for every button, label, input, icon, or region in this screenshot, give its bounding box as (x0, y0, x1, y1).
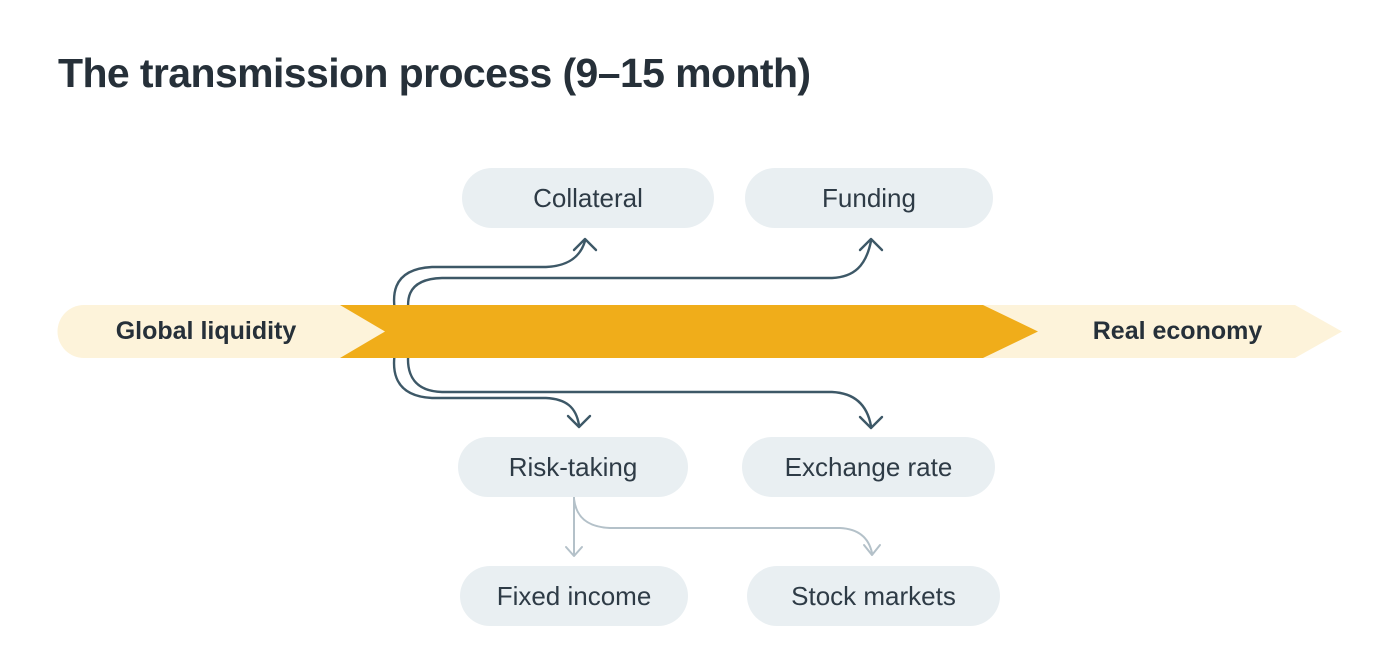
node-stock-markets: Stock markets (747, 566, 1000, 626)
node-exchange-rate: Exchange rate (742, 437, 995, 497)
connector-exchange-rate-arrowhead-icon (858, 415, 884, 430)
node-stock-markets-label: Stock markets (791, 580, 956, 611)
node-exchange-rate-label: Exchange rate (784, 451, 953, 482)
connector-stock-markets-line (573, 498, 873, 554)
connector-stock-markets-arrowhead-icon (863, 544, 881, 556)
flow-band-highlight-arrow (340, 305, 1038, 358)
connector-collateral-line (392, 239, 587, 332)
page-title: The transmission process (9–15 month) (58, 50, 811, 96)
node-fixed-income: Fixed income (460, 566, 688, 626)
node-risk-taking: Risk-taking (458, 437, 688, 497)
connector-risk-taking-line (392, 331, 581, 427)
node-funding-label: Funding (822, 182, 916, 213)
node-collateral-label: Collateral (533, 182, 643, 213)
band-label-real-economy: Real economy (1092, 317, 1263, 345)
connector-funding-arrowhead-icon (858, 237, 884, 252)
connector-risk-taking-arrowhead-icon (566, 414, 592, 429)
connector-fixed-income-arrowhead-icon (565, 546, 583, 557)
node-risk-taking-label: Risk-taking (508, 451, 638, 482)
band-label-global-liquidity: Global liquidity (115, 317, 297, 345)
node-collateral: Collateral (462, 168, 714, 228)
node-fixed-income-label: Fixed income (496, 580, 652, 611)
node-funding: Funding (745, 168, 993, 228)
connector-collateral-arrowhead-icon (572, 237, 598, 252)
